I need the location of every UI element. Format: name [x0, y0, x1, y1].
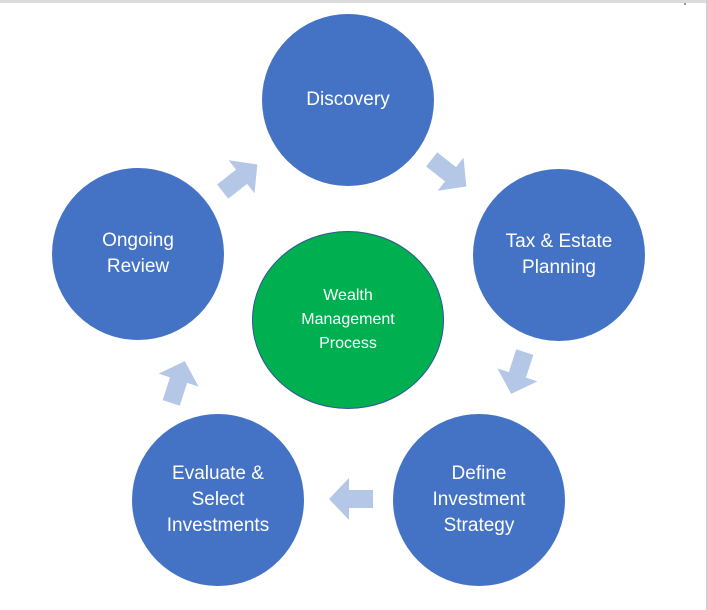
arrow-discovery-to-tax	[426, 152, 467, 191]
arrow-tax-to-define	[497, 349, 538, 394]
window-right-border	[706, 0, 708, 610]
step-evaluate-select-investments: Evaluate & Select Investments	[132, 414, 304, 586]
arrow-review-to-discovery	[217, 160, 258, 199]
center-label: Wealth Management Process	[301, 287, 395, 352]
arrow-define-to-evaluate	[329, 478, 373, 520]
step-ongoing-review: Ongoing Review	[52, 168, 224, 340]
step-ongoing-review-label: Ongoing Review	[102, 230, 174, 277]
step-discovery-label: Discovery	[306, 89, 390, 110]
center-wealth-management-process: Wealth Management Process	[252, 231, 444, 409]
step-define-investment-strategy: Define Investment Strategy	[393, 414, 565, 586]
step-tax-estate-planning-label: Tax & Estate Planning	[505, 231, 613, 278]
step-tax-estate-planning: Tax & Estate Planning	[473, 169, 645, 341]
window-corner-mark	[684, 3, 686, 5]
step-evaluate-select-investments-label: Evaluate & Select Investments	[166, 463, 270, 536]
arrow-evaluate-to-review	[158, 361, 199, 406]
step-discovery: Discovery	[262, 14, 434, 186]
step-define-investment-strategy-label: Define Investment Strategy	[432, 463, 526, 536]
window-top-border	[0, 0, 708, 3]
